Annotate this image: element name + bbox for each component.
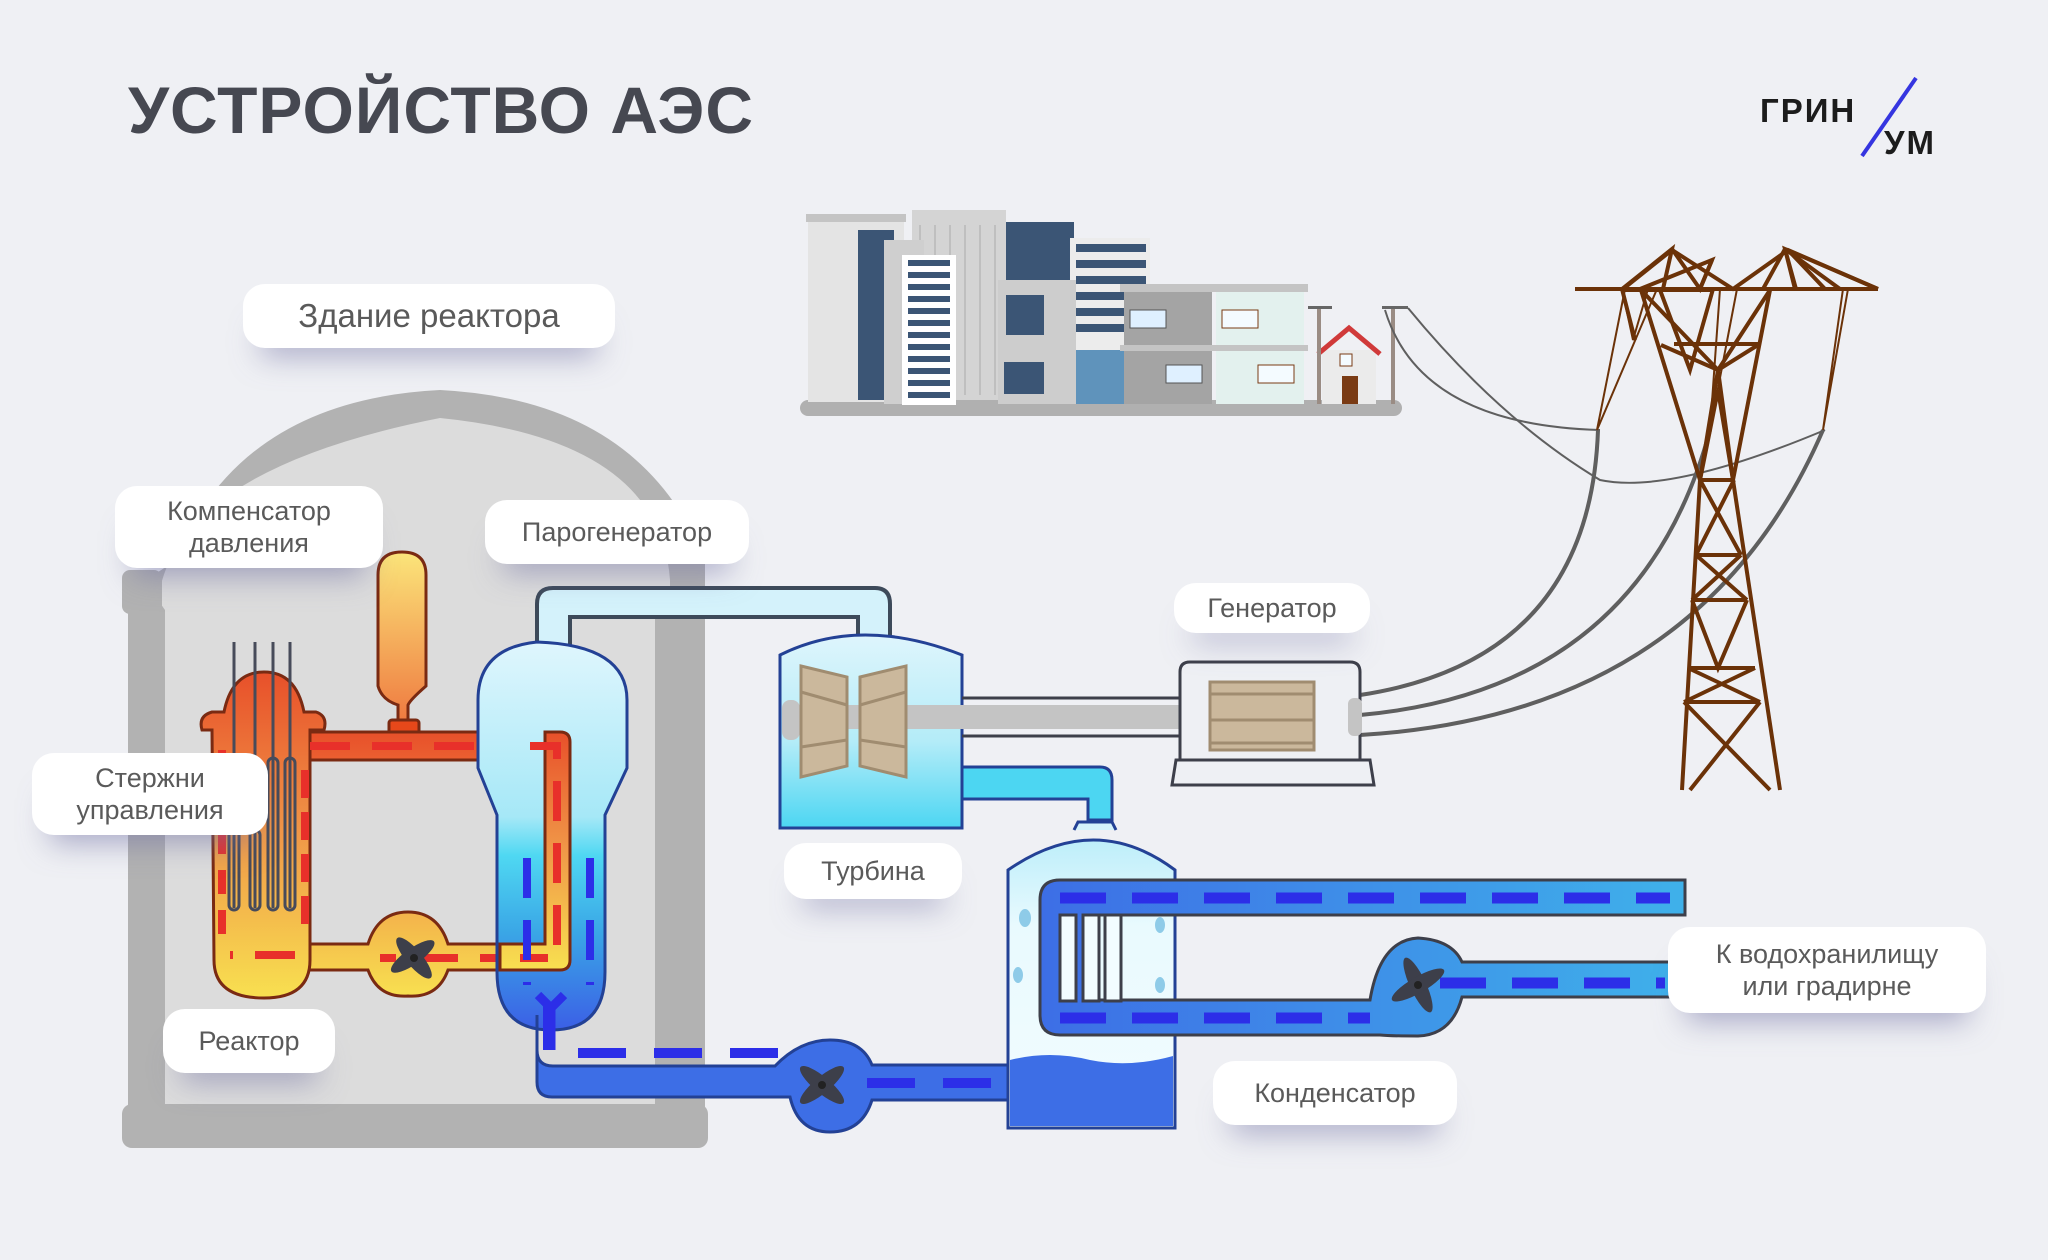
wire	[1384, 309, 1601, 431]
label-text: давления	[189, 528, 309, 558]
label-steam-generator: Парогенератор	[485, 500, 749, 564]
shaft-housing	[962, 696, 1180, 738]
label-text: Генератор	[1207, 593, 1337, 623]
house-roof	[1316, 324, 1382, 356]
exhaust-pipe[interactable]	[960, 765, 1114, 822]
label-generator: Генератор	[1174, 583, 1370, 633]
building-base	[122, 1104, 708, 1148]
label-text: Турбина	[821, 856, 925, 886]
stripe-windows-2	[908, 260, 950, 398]
window	[1257, 364, 1295, 384]
label-text: Компенсатор	[167, 496, 331, 526]
roof	[1212, 284, 1308, 292]
ledge	[1212, 345, 1308, 351]
label-text: управления	[76, 795, 224, 825]
utility-pole-2	[1391, 306, 1395, 404]
label-turbine: Турбина	[784, 843, 962, 899]
cooling-flow-arrows	[1060, 892, 1670, 1024]
turbine[interactable]	[778, 633, 1358, 830]
window-block	[1004, 362, 1044, 394]
sg-outlet-y	[534, 991, 568, 1050]
transmission-tower	[1575, 243, 1879, 792]
power-wires	[1359, 307, 1826, 737]
pole-crossarm	[1382, 306, 1408, 309]
feedwater-pump-icon[interactable]	[795, 1061, 848, 1109]
building-inner-right-wall	[655, 590, 683, 1110]
label-text: Здание реактора	[298, 297, 560, 334]
label-reactor-building: Здание реактора	[243, 284, 615, 348]
logo-slash-icon	[1860, 76, 1918, 158]
hot-loop-in-sg	[498, 730, 572, 972]
sg-cold-dashes	[523, 858, 594, 985]
logo-text-line2: УМ	[1884, 124, 1937, 161]
brand-logo[interactable]: ГРИН УМ	[1760, 76, 1960, 162]
ledge	[1120, 345, 1216, 351]
generator[interactable]	[1170, 660, 1376, 787]
window	[1339, 353, 1353, 367]
window	[1221, 309, 1259, 329]
label-text: Реактор	[198, 1026, 300, 1056]
window-block	[1006, 295, 1044, 335]
utility-pole-1	[1317, 306, 1321, 404]
label-control-rods: Стержни управления	[32, 753, 268, 835]
generator-wire-2	[1359, 429, 1712, 717]
pole-crossarm	[1308, 306, 1332, 309]
primary-pump-icon[interactable]	[387, 933, 439, 983]
label-condenser: Конденсатор	[1213, 1061, 1457, 1125]
logo-text-line1: ГРИН	[1760, 92, 1857, 129]
roof	[806, 214, 906, 222]
window	[1165, 364, 1203, 384]
door	[1342, 376, 1358, 404]
generator-wire-1	[1359, 429, 1600, 697]
building-left-ledge	[122, 570, 162, 614]
label-text: Парогенератор	[521, 517, 713, 547]
city-buildings	[800, 210, 1408, 416]
cooling-pump-icon[interactable]	[1388, 954, 1448, 1015]
stripe-windows	[1076, 244, 1146, 332]
cooling-water-loop[interactable]	[1038, 878, 1687, 1038]
hot-flow-arrows	[218, 742, 561, 962]
wire	[1407, 307, 1826, 484]
label-text: К водохранилищу	[1715, 939, 1939, 969]
control-rods[interactable]	[227, 642, 297, 912]
label-pressurizer: Компенсатор давления	[115, 486, 383, 568]
page-title: УСТРОЙСТВО АЭС	[128, 73, 754, 147]
label-text: Стержни	[95, 763, 205, 793]
window	[1129, 309, 1167, 329]
generator-wire-3	[1359, 429, 1825, 737]
label-reservoir: К водохранилищу или градирне	[1668, 927, 1986, 1013]
roof	[1120, 284, 1216, 292]
label-text: или градирне	[1742, 971, 1912, 1001]
label-text: Конденсатор	[1254, 1078, 1416, 1108]
hot-loop-dash-sg	[520, 742, 561, 962]
label-reactor: Реактор	[163, 1009, 335, 1073]
glass-lobby	[1076, 350, 1128, 404]
